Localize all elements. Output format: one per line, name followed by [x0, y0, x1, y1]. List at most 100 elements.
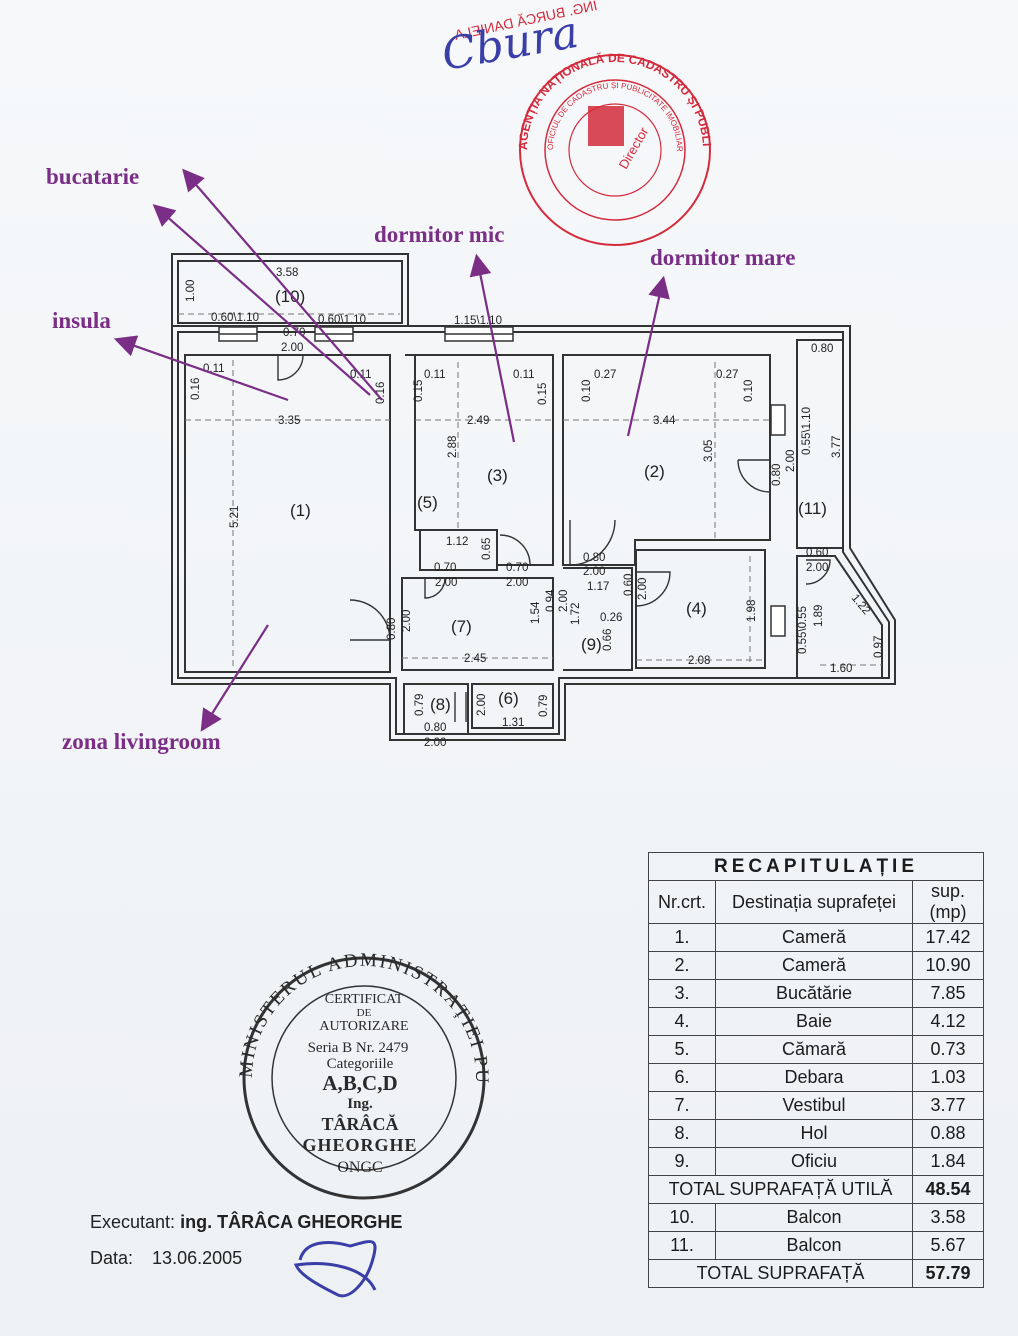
- table-cell: Oficiu: [715, 1147, 913, 1176]
- dim: 2.00: [506, 577, 528, 589]
- dim: 0.55\0.55: [797, 606, 809, 654]
- dim: 3.58: [276, 267, 298, 279]
- room-label-8: (8): [430, 695, 451, 714]
- room-label-5: (5): [417, 493, 438, 512]
- recap-total-util-label: TOTAL SUPRAFAȚĂ UTILĂ: [648, 1175, 913, 1204]
- room-label-7: (7): [451, 617, 472, 636]
- dim: 0.70: [283, 327, 305, 339]
- table-cell: 7.85: [912, 979, 984, 1008]
- dim: 0.10: [743, 380, 755, 402]
- dim: 0.11: [424, 369, 446, 381]
- svg-text:MINISTERUL ADMINISTRAȚIEI PUBL: MINISTERUL ADMINISTRAȚIEI PUBLICE: [0, 0, 492, 1085]
- black-stamp-ring-text: MINISTERUL ADMINISTRAȚIEI PUBLICE: [0, 0, 490, 1085]
- dim: 1.17: [587, 581, 609, 593]
- table-cell: 8.: [648, 1119, 716, 1148]
- signature-icon: [293, 1240, 377, 1298]
- recap-total-value: 57.79: [912, 1259, 984, 1288]
- room-label-10: (10): [275, 287, 305, 306]
- stamp-ing: Ing.: [347, 1096, 373, 1112]
- table-cell: Balcon: [715, 1231, 913, 1260]
- dim: 2.00: [435, 577, 457, 589]
- table-cell: 11.: [648, 1231, 716, 1260]
- table-cell: 17.42: [912, 923, 984, 952]
- recap-total-row: TOTAL SUPRAFAȚĂ 57.79: [648, 1259, 984, 1288]
- dim: 0.60: [623, 574, 635, 596]
- coat-of-arms-icon: [588, 106, 624, 146]
- dim: 2.00: [583, 566, 605, 578]
- doors: [277, 354, 831, 722]
- annotation-bucatarie: bucatarie: [46, 164, 140, 189]
- dim: 0.94: [545, 589, 557, 612]
- dim: 0.79: [538, 695, 550, 717]
- dim: 0.15: [413, 380, 425, 402]
- dim: 1.60: [830, 663, 852, 675]
- dim: 0.80: [424, 722, 446, 734]
- dim: 3.77: [831, 436, 843, 458]
- recap-header: sup.(mp): [912, 880, 984, 924]
- dimension-lines: [178, 313, 882, 668]
- dim: 2.08: [688, 655, 710, 667]
- dim: 0.80: [583, 552, 605, 564]
- dim: 0.97: [873, 636, 885, 658]
- dim: 1.00: [185, 280, 197, 302]
- annotation-insula: insula: [52, 308, 111, 333]
- table-cell: 7.: [648, 1091, 716, 1120]
- recap-table: RECAPITULAȚIE Nr.crt. Destinația suprafe…: [648, 852, 984, 1288]
- dim: 2.00: [806, 562, 828, 574]
- recap-total-util-row: TOTAL SUPRAFAȚĂ UTILĂ 48.54: [648, 1175, 984, 1204]
- table-cell: 0.73: [912, 1035, 984, 1064]
- room-label-3: (3): [487, 466, 508, 485]
- stamp-seria: Seria B Nr. 2479: [308, 1040, 409, 1056]
- table-cell: 3.58: [912, 1203, 984, 1232]
- room-label-6: (6): [498, 689, 519, 708]
- stamp-certificat: CERTIFICAT: [325, 992, 404, 1007]
- dim: 0.65: [481, 538, 493, 560]
- dim: 3.35: [278, 415, 300, 427]
- dim: 2.00: [281, 342, 303, 354]
- recap-header: Nr.crt.: [648, 880, 716, 924]
- table-cell: 3.: [648, 979, 716, 1008]
- windows: [218, 326, 786, 637]
- recap-header: Destinația suprafeței: [715, 880, 913, 924]
- dim: 0.60\1.10: [318, 314, 366, 326]
- stamp-surname: TÂRÂCĂ: [321, 1113, 398, 1134]
- table-cell: 1.: [648, 923, 716, 952]
- dim: 2.00: [558, 590, 570, 612]
- outer-walls: [171, 253, 896, 741]
- table-cell: 2.: [648, 951, 716, 980]
- dim: 2.45: [464, 653, 486, 665]
- recap-title: RECAPITULAȚIE: [648, 852, 984, 881]
- dim: 0.60\1.10: [211, 312, 259, 324]
- dim: 0.79: [414, 694, 426, 716]
- table-cell: 4.: [648, 1007, 716, 1036]
- stamp-bottom: ONGC: [337, 1159, 382, 1176]
- dim: 2.00: [785, 450, 797, 472]
- svg-text:OFICIUL DE CADASTRU ȘI PUBLICI: OFICIUL DE CADASTRU ȘI PUBLICITATE IMOBI…: [0, 0, 684, 152]
- table-cell: Balcon: [715, 1203, 913, 1232]
- table-cell: 9.: [648, 1147, 716, 1176]
- executant-line: Executant: ing. TÂRÂCA GHEORGHE: [90, 1212, 402, 1233]
- annotation-zona-livingroom: zona livingroom: [62, 729, 221, 754]
- executant-name: ing. TÂRÂCA GHEORGHE: [180, 1212, 403, 1232]
- dim: 0.16: [375, 382, 387, 404]
- room-label-9: (9): [581, 635, 602, 654]
- dim: 1.15\1.10: [454, 315, 502, 327]
- recap-header-row: Nr.crt. Destinația suprafeței sup.(mp): [648, 880, 984, 924]
- table-cell: 10.: [648, 1203, 716, 1232]
- dim: 0.66: [602, 629, 614, 651]
- dim: 2.00: [401, 610, 413, 632]
- dim: 0.80: [771, 464, 783, 486]
- dim: 0.10: [581, 380, 593, 402]
- dim: 2.88: [447, 436, 459, 458]
- annotation-dormitor-mic: dormitor mic: [374, 222, 505, 247]
- dim: 5.21: [229, 506, 241, 528]
